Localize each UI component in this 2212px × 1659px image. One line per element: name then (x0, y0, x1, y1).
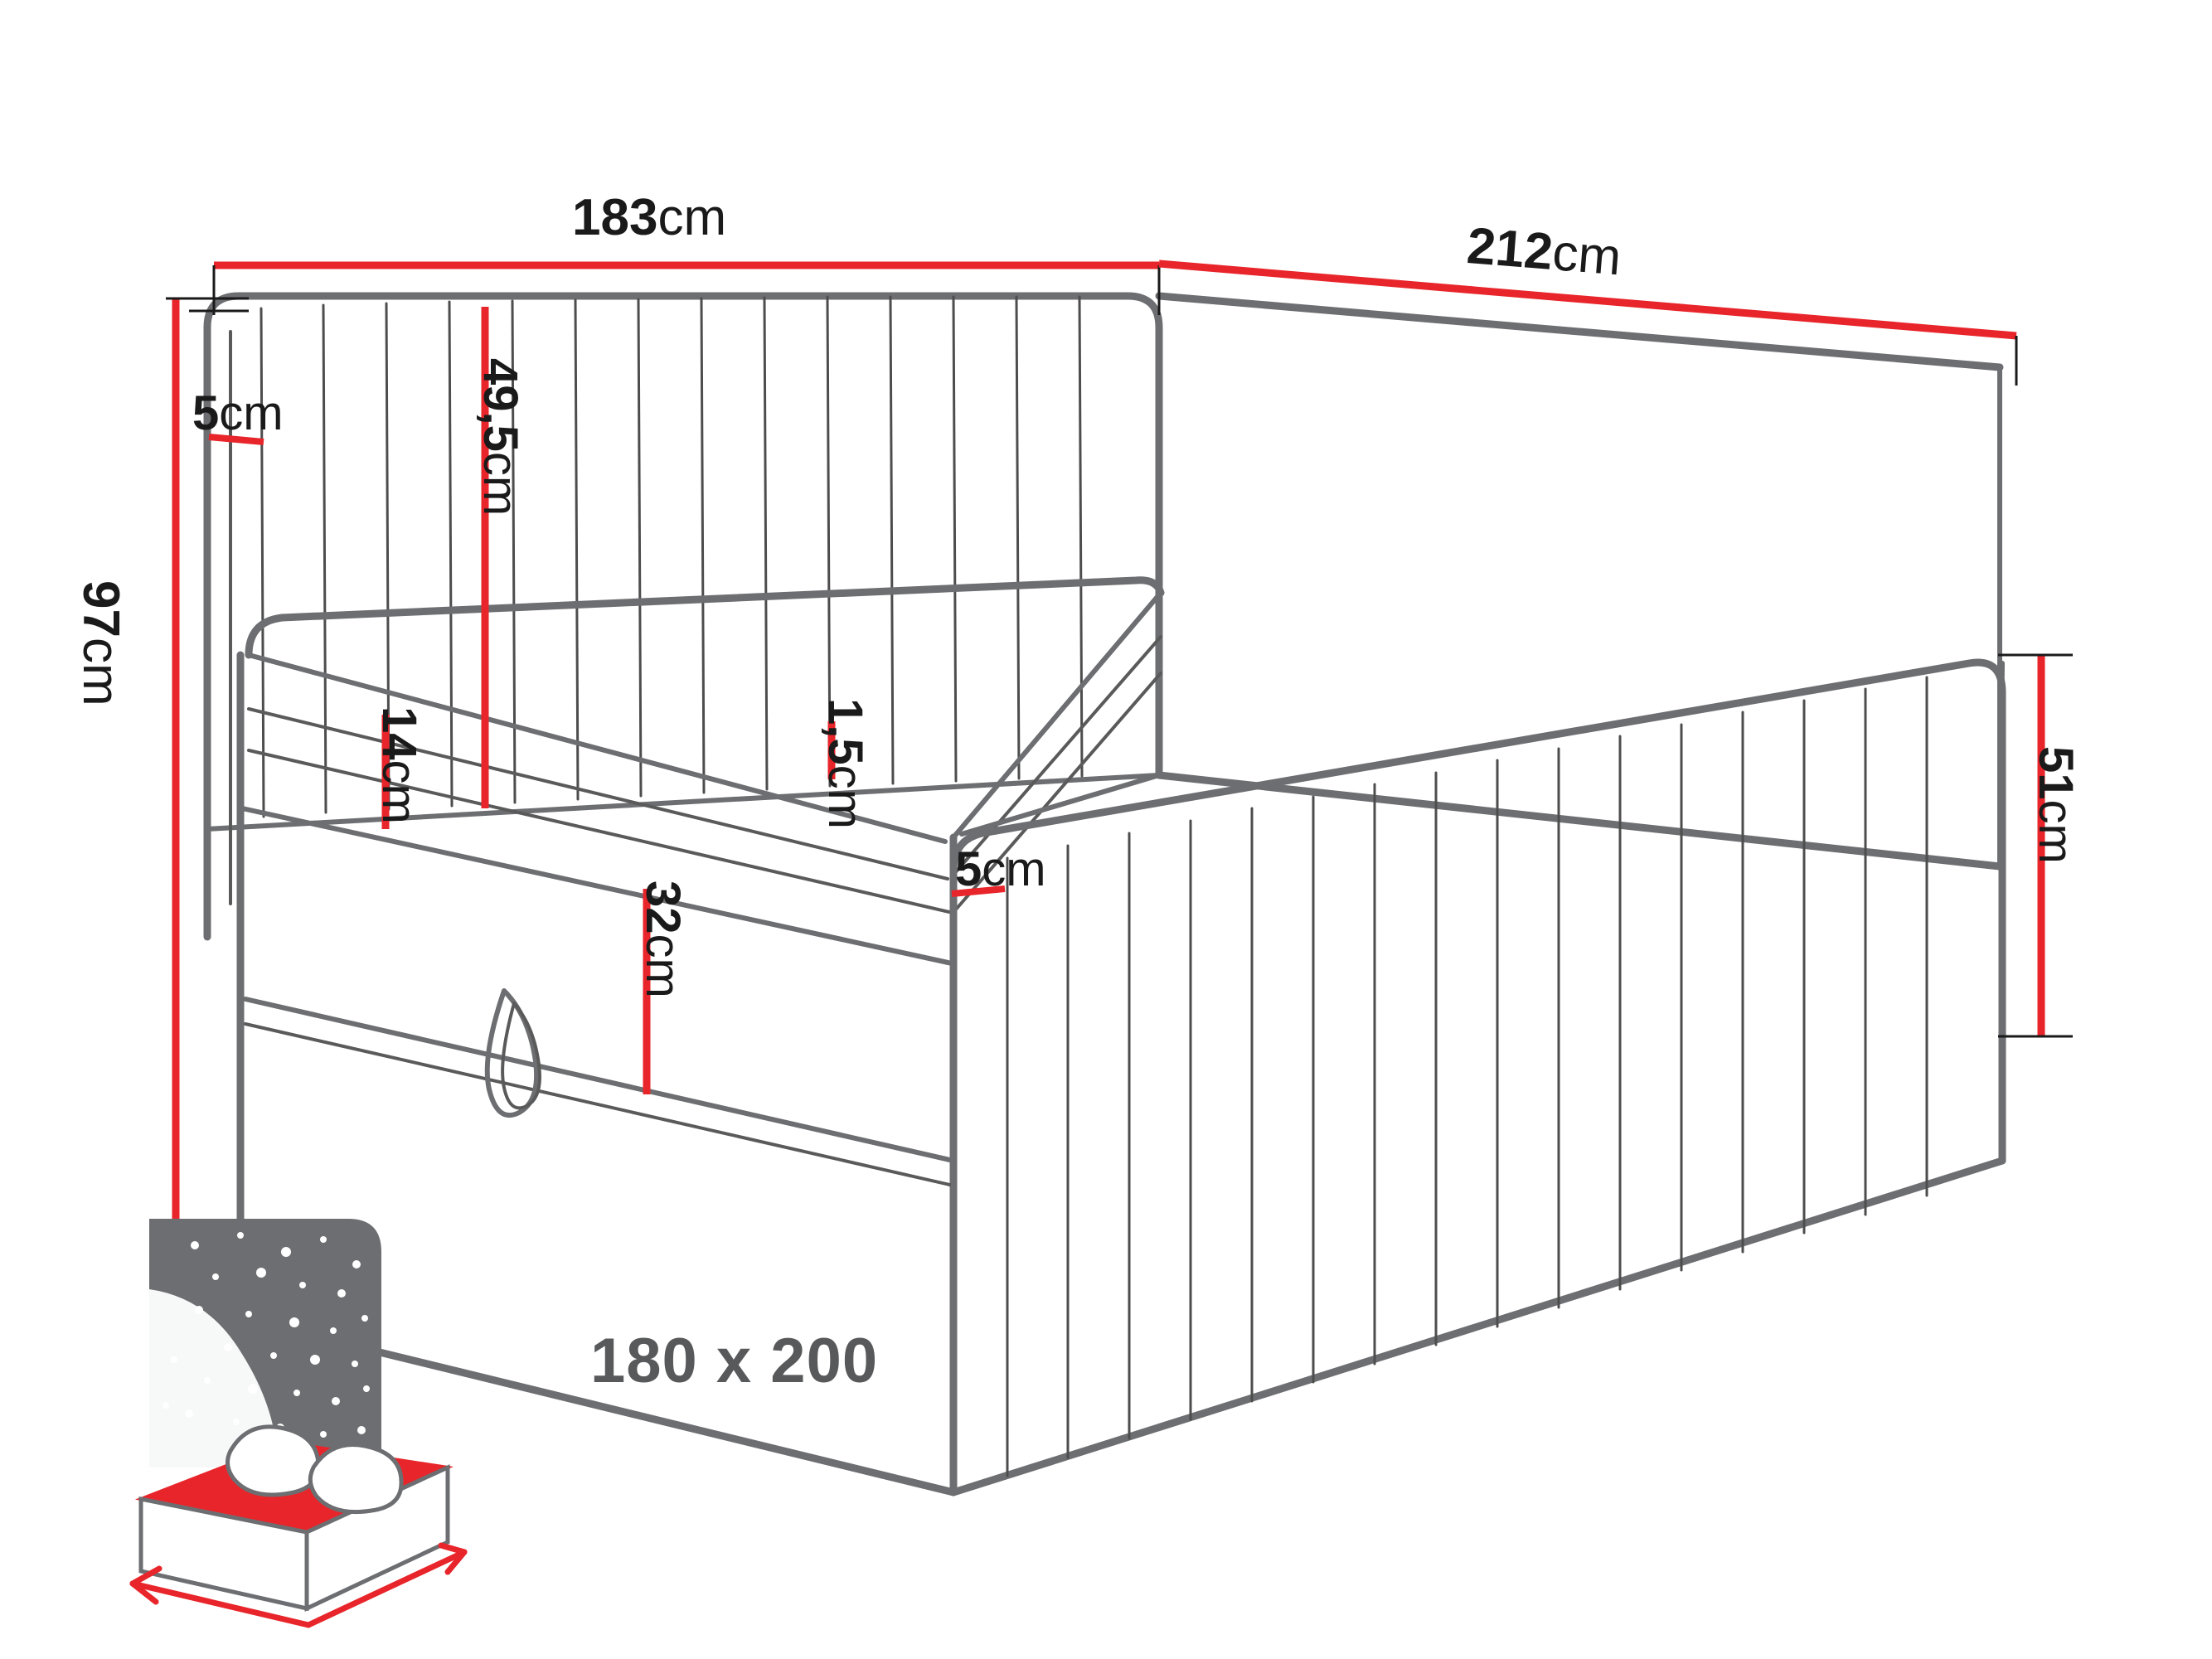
mattress-night-icon (129, 1219, 468, 1628)
dim-label-51: 51cm (2029, 746, 2083, 864)
dim-tick-5-footboard (951, 885, 1006, 897)
dim-label-5-headboard: 5cm (192, 386, 284, 440)
headboard-tufting (260, 295, 1084, 818)
mattress-size-label: 180 x 200 (590, 1326, 879, 1396)
footboard (949, 658, 2006, 1496)
bed-body (207, 296, 2002, 1492)
dim-label-97: 97cm (72, 580, 129, 706)
headboard (203, 292, 2004, 941)
dim-label-32: 32cm (636, 880, 690, 998)
dim-label-15: 1,5cm (818, 698, 872, 829)
dimension-lines (166, 260, 2073, 1324)
dim-label-14: 14cm (372, 706, 426, 824)
dim-label-5-footboard: 5cm (955, 842, 1046, 896)
dim-label-495: 49,5cm (473, 358, 527, 517)
dim-tick-5-headboard (208, 434, 264, 445)
drawer-handle-icon (484, 988, 541, 1118)
dim-label-212: 212cm (1464, 217, 1623, 287)
footboard-tufting (1006, 676, 1928, 1477)
dim-line-212 (1158, 260, 2017, 340)
dim-label-183: 183cm (572, 189, 727, 246)
mattress-block (240, 576, 1165, 966)
